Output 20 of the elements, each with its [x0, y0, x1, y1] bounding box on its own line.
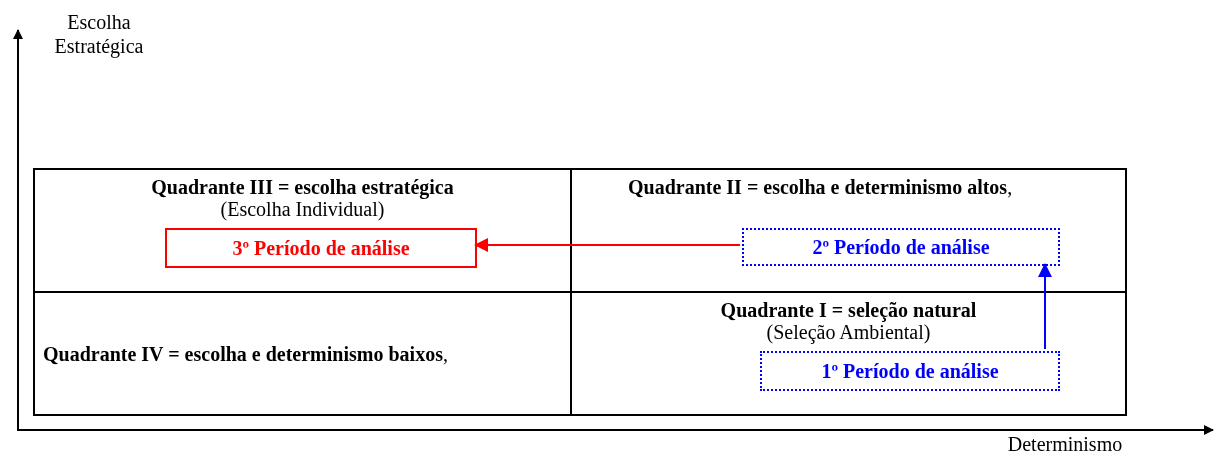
- quadrant-subtitle: (Seleção Ambiental): [766, 321, 931, 343]
- quadrant-cell: [570, 291, 1127, 416]
- quadrant-cell: [33, 168, 572, 293]
- quadrant-cell: [33, 291, 572, 416]
- quadrant-subtitle: (Escolha Individual): [220, 198, 385, 220]
- period-label: 3º Período de análise: [232, 236, 410, 260]
- period-box: [760, 351, 1060, 391]
- axis-label: Determinismo: [1006, 432, 1124, 456]
- quadrant-heading: Quadrante III = escolha estratégica: [151, 176, 454, 198]
- period-label: 2º Período de análise: [812, 235, 990, 259]
- arrow: [474, 238, 741, 252]
- period-label: 1º Período de análise: [821, 359, 999, 383]
- period-box: [742, 228, 1060, 266]
- axis-label: Escolha Estratégica: [53, 10, 145, 58]
- quadrant-cell: [570, 168, 1127, 293]
- quadrant-heading: Quadrante I = seleção natural: [720, 299, 977, 321]
- period-box: [165, 228, 477, 268]
- quadrant-heading: Quadrante IV = escolha e determinismo baixos,: [43, 342, 449, 365]
- quadrant-heading: Quadrante II = escolha e determinismo altos,: [628, 176, 1014, 198]
- arrow: [1038, 263, 1052, 350]
